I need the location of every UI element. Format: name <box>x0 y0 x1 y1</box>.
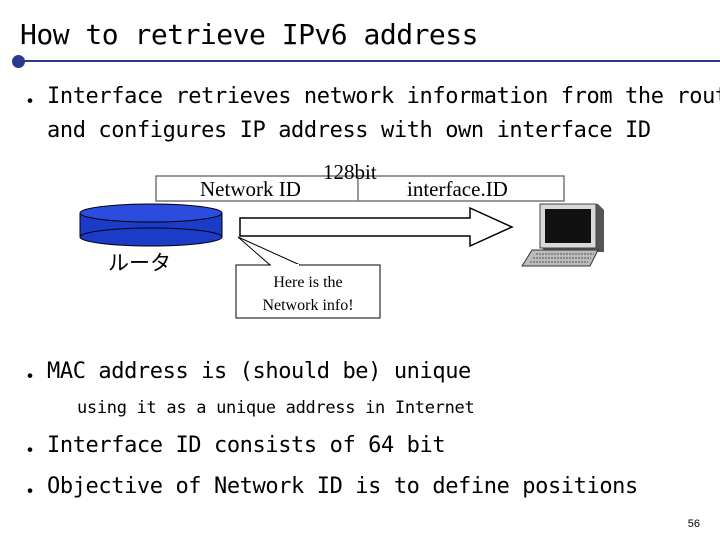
bullet-mark: ・ <box>19 365 41 390</box>
bullet-2-subtext: using it as a unique address in Internet <box>77 398 475 418</box>
title-underline-dot <box>12 55 25 68</box>
router-icon <box>79 203 223 247</box>
laptop-icon <box>521 203 604 267</box>
bullet-2: ・ MAC address is (should be) unique <box>19 359 471 390</box>
interface-id-label: interface.ID <box>407 177 508 201</box>
router-label: ルータ <box>108 251 171 275</box>
bullet-3-text: Interface ID consists of 64 bit <box>47 433 446 458</box>
address-bar <box>155 175 565 202</box>
bullet-mark: ・ <box>19 480 41 505</box>
title-underline <box>20 60 720 62</box>
arrow-icon <box>239 206 514 248</box>
callout-bubble <box>235 236 381 319</box>
bullet-4: ・ Objective of Network ID is to define p… <box>19 474 638 505</box>
bullet-1-line-2: and configures IP address with own inter… <box>47 118 651 143</box>
bullet-2-text: MAC address is (should be) unique <box>47 359 471 384</box>
slide-title: How to retrieve IPv6 address <box>20 18 479 51</box>
bullet-1: ・ Interface retrieves network informatio… <box>19 84 720 115</box>
bullet-mark: ・ <box>19 90 41 115</box>
bullet-4-text: Objective of Network ID is to define pos… <box>47 474 638 499</box>
bullet-3: ・ Interface ID consists of 64 bit <box>19 433 446 464</box>
bit-label: 128bit <box>323 160 377 184</box>
page-number: 56 <box>687 518 700 530</box>
network-id-label: Network ID <box>200 177 301 201</box>
bullet-mark: ・ <box>19 439 41 464</box>
callout-line-1: Here is the <box>273 274 342 291</box>
bullet-1-line-1: Interface retrieves network information … <box>47 84 720 109</box>
callout-line-2: Network info! <box>262 297 353 314</box>
